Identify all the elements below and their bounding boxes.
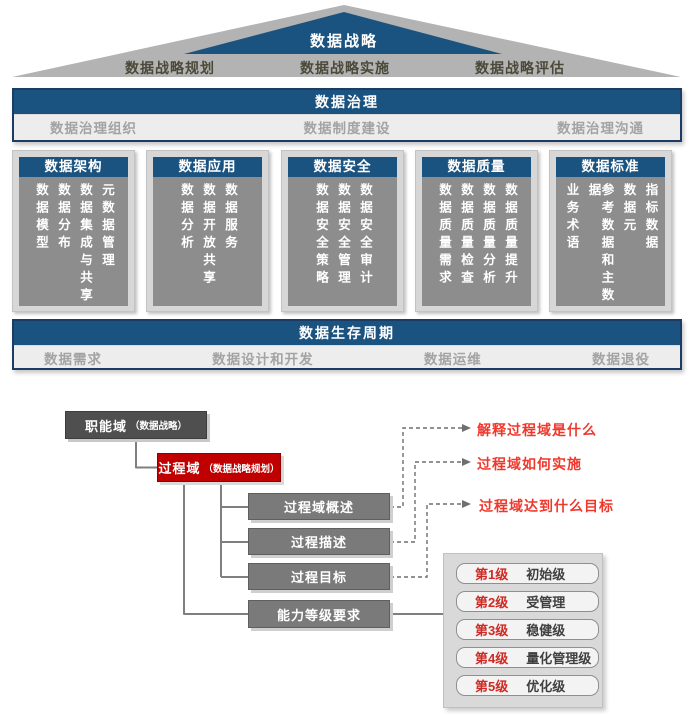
level-grade: 第3级 xyxy=(475,623,509,638)
function-domain-box: 职能域 （数据战略） xyxy=(65,411,207,439)
level-grade: 第1级 xyxy=(475,567,509,582)
process-domain-label: 过程域 xyxy=(158,461,201,476)
maturity-level-5: 第5级 优化级 xyxy=(456,675,599,696)
maturity-levels-panel: 第1级 初始级 第2级 受管理 第3级 稳健级 第4级 量化管理级 第5级 优化… xyxy=(443,553,603,708)
pillar-items: 数据安全策略 数据安全管理 数据安全审计 xyxy=(288,177,397,306)
pillar-item: 数据质量需求 xyxy=(437,183,451,288)
pillar-item: 参考数据和主数据 xyxy=(586,183,614,306)
roof-blue-triangle xyxy=(184,12,502,54)
process-domain-sublabel: （数据战略规划） xyxy=(203,463,280,475)
roof-label: 数据战略实施 xyxy=(300,60,390,76)
process-domain-box: 过程域 （数据战略规划） xyxy=(157,453,281,482)
pillar-item: 数据分析 xyxy=(179,183,193,253)
lifecycle-item: 数据设计和开发 xyxy=(212,351,314,367)
annotation-what-is-process-domain: 解释过程域是什么 xyxy=(477,422,597,438)
process-goal-box: 过程目标 xyxy=(248,563,390,590)
roof-label: 数据战略评估 xyxy=(475,60,565,76)
pillar-item: 业务术语 xyxy=(564,183,579,253)
pillar-item: 元数据管理 xyxy=(100,183,114,271)
annotation-how-implemented: 过程域如何实施 xyxy=(477,456,582,472)
maturity-level-1: 第1级 初始级 xyxy=(456,563,599,584)
pillar-item: 数据质量提升 xyxy=(503,183,517,288)
lifecycle-band: 数据生存周期 数据需求 数据设计和开发 数据运维 数据退役 xyxy=(12,319,682,370)
pillar-items: 业务术语 参考数据和主数据 数据元 指标数据 xyxy=(556,177,665,306)
pillar-item: 数据质量检查 xyxy=(459,183,473,288)
lifecycle-band-title: 数据生存周期 xyxy=(14,321,680,346)
pillar-items: 数据质量需求 数据质量检查 数据质量分析 数据质量提升 xyxy=(422,177,531,306)
pillar-item: 数据元 xyxy=(621,183,636,236)
pillar-title: 数据安全 xyxy=(288,157,397,177)
maturity-level-4: 第4级 量化管理级 xyxy=(456,647,599,668)
pillar-data-architecture: 数据架构 数据模型 数据分布 数据集成与共享 元数据管理 xyxy=(12,150,135,312)
level-name: 初始级 xyxy=(526,567,566,582)
lifecycle-item: 数据退役 xyxy=(591,351,650,367)
level-grade: 第5级 xyxy=(475,679,509,694)
pillar-data-standards: 数据标准 业务术语 参考数据和主数据 数据元 指标数据 xyxy=(549,150,672,312)
pillar-data-quality: 数据质量 数据质量需求 数据质量检查 数据质量分析 数据质量提升 xyxy=(415,150,538,312)
annotation-what-goal: 过程域达到什么目标 xyxy=(479,498,614,514)
pillar-item: 数据安全管理 xyxy=(336,183,350,288)
pillar-item: 数据集成与共享 xyxy=(78,183,92,306)
pillar-data-application: 数据应用 数据分析 数据开放共享 数据服务 xyxy=(146,150,269,312)
governance-band: 数据治理 数据治理组织 数据制度建设 数据治理沟通 xyxy=(12,88,682,142)
pillar-items: 数据分析 数据开放共享 数据服务 xyxy=(153,177,262,306)
pillar-item: 数据开放共享 xyxy=(201,183,215,288)
pillar-item: 数据安全审计 xyxy=(358,183,372,288)
lifecycle-band-items: 数据需求 数据设计和开发 数据运维 数据退役 xyxy=(14,346,680,369)
pillar-item: 数据分布 xyxy=(56,183,70,253)
roof-label: 数据战略规划 xyxy=(125,60,215,76)
level-grade: 第4级 xyxy=(475,651,509,666)
pillar-items: 数据模型 数据分布 数据集成与共享 元数据管理 xyxy=(19,177,128,306)
governance-item: 数据治理组织 xyxy=(50,120,137,136)
pillar-title: 数据架构 xyxy=(19,157,128,177)
pillar-item: 数据质量分析 xyxy=(481,183,495,288)
function-domain-sublabel: （数据战略） xyxy=(130,421,188,432)
governance-band-items: 数据治理组织 数据制度建设 数据治理沟通 xyxy=(14,115,680,138)
pillar-item: 数据模型 xyxy=(34,183,48,253)
level-grade: 第2级 xyxy=(475,595,509,610)
roof-title: 数据战略 xyxy=(309,33,379,50)
maturity-level-3: 第3级 稳健级 xyxy=(456,619,599,640)
governance-band-title: 数据治理 xyxy=(14,90,680,115)
pillar-title: 数据标准 xyxy=(556,157,665,177)
level-name: 稳健级 xyxy=(526,623,566,638)
lifecycle-item: 数据需求 xyxy=(44,351,102,367)
roof-shape xyxy=(12,5,681,77)
pillar-title: 数据质量 xyxy=(422,157,531,177)
process-description-box: 过程描述 xyxy=(248,528,390,555)
pillar-item: 数据安全策略 xyxy=(314,183,328,288)
pillar-item: 指标数据 xyxy=(643,183,658,253)
pillar-title: 数据应用 xyxy=(153,157,262,177)
level-name: 受管理 xyxy=(526,595,566,610)
maturity-level-2: 第2级 受管理 xyxy=(456,591,599,612)
level-name: 量化管理级 xyxy=(526,651,592,666)
process-overview-box: 过程域概述 xyxy=(248,493,390,520)
pillar-item: 数据服务 xyxy=(223,183,237,253)
pillar-data-security: 数据安全 数据安全策略 数据安全管理 数据安全审计 xyxy=(281,150,404,312)
function-domain-label: 职能域 xyxy=(84,418,127,434)
capability-level-requirements-box: 能力等级要求 xyxy=(248,600,390,628)
governance-item: 数据制度建设 xyxy=(303,120,391,136)
arrowhead-icon xyxy=(462,424,471,508)
level-name: 优化级 xyxy=(526,679,566,694)
governance-item: 数据治理沟通 xyxy=(557,120,644,136)
lifecycle-item: 数据运维 xyxy=(423,351,482,367)
